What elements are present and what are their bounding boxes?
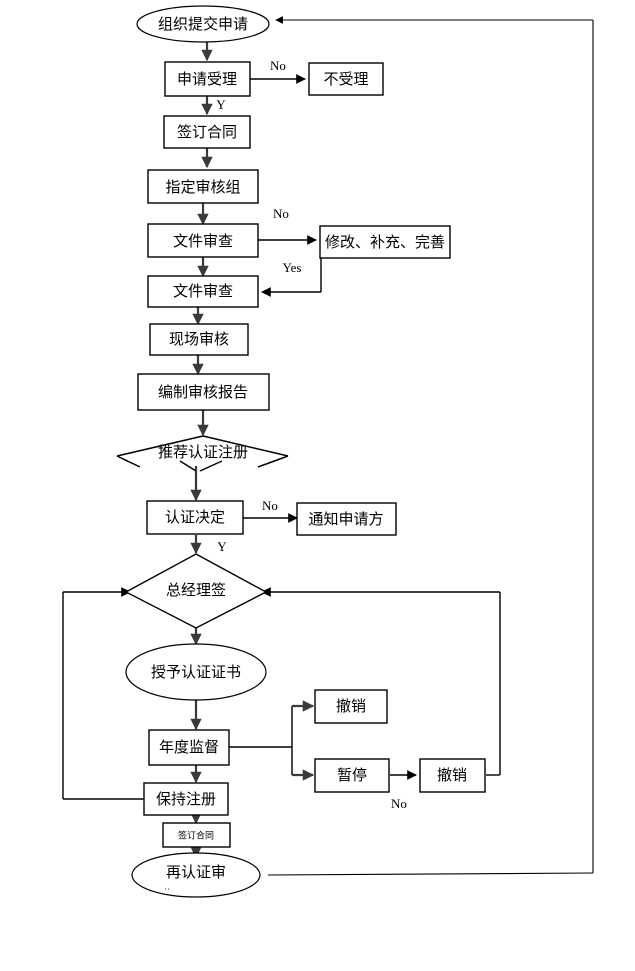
node-doc-review-1[interactable]: 文件审查 [147,223,259,258]
node-gm-signature[interactable]: 总经理签 [124,553,268,629]
node-doc-review-1-label: 文件审查 [173,233,233,250]
node-assign-audit-team-label: 指定审核组 [165,179,240,196]
node-audit-report[interactable]: 编制审核报告 [137,373,270,411]
node-notify-applicant[interactable]: 通知申请方 [296,502,397,536]
node-notify-applicant-label: 通知申请方 [308,511,383,528]
node-suspend[interactable]: 暂停 [314,758,390,793]
edge-label-yes-decision: Y [217,539,227,554]
node-audit-report-label: 编制审核报告 [158,384,248,401]
node-withdraw-bottom-label: 撤销 [437,767,467,784]
node-recertification-audit-label: 再认证审 [166,864,226,881]
node-doc-review-2[interactable]: 文件审查 [147,275,259,308]
node-sign-contract-label: 签订合同 [177,124,237,141]
node-submit-application-label: 组织提交申请 [158,15,248,33]
node-recertification-audit[interactable]: 再认证审 ·· [131,852,261,898]
node-withdraw-top-label: 撤销 [336,698,366,715]
node-onsite-audit[interactable]: 现场审核 [149,323,249,356]
node-annual-supervision-label: 年度监督 [159,739,219,756]
node-recommend-registration[interactable]: 推荐认证注册 [116,435,289,472]
recert-artifact-dots: ·· [164,883,170,893]
node-certification-decision[interactable]: 认证决定 [146,500,244,535]
node-accept-application-label: 申请受理 [177,71,237,88]
node-certification-decision-label: 认证决定 [165,509,225,526]
node-sign-contract-small[interactable]: 签订合同 [162,822,231,848]
node-submit-application[interactable]: 组织提交申请 [136,5,270,43]
node-accept-application[interactable]: 申请受理 [164,61,251,97]
edge-label-no-doc-review: No [273,206,289,221]
node-doc-review-2-label: 文件审查 [173,283,233,300]
edge-supervision-branch [229,700,315,781]
edge-withdraw-to-gm [261,587,501,776]
node-sign-contract[interactable]: 签订合同 [163,115,251,149]
edge-recert-to-submit [267,16,594,876]
node-onsite-audit-label: 现场审核 [169,331,229,348]
edge-revise-to-review2 [261,258,322,297]
node-annual-supervision[interactable]: 年度监督 [148,729,230,766]
node-withdraw-top[interactable]: 撤销 [314,689,388,724]
node-gm-signature-label: 总经理签 [166,582,226,599]
node-keep-registration-label: 保持注册 [156,791,216,808]
node-revise-supplement[interactable]: 修改、补充、完善 [319,225,451,259]
node-suspend-label: 暂停 [337,767,367,784]
edge-label-yes-revise: Yes [283,260,302,275]
node-not-accepted[interactable]: 不受理 [308,62,384,96]
edge-label-yes-accept: Y [216,97,226,112]
node-assign-audit-team[interactable]: 指定审核组 [147,169,259,204]
node-keep-registration[interactable]: 保持注册 [143,782,229,816]
edge-label-no-withdraw: No [391,796,407,811]
edge-keep-to-gm [62,587,144,800]
node-grant-certificate[interactable]: 授予认证证书 [125,643,267,701]
node-recommend-registration-label: 推荐认证注册 [158,444,248,461]
node-grant-certificate-label: 授予认证证书 [151,664,241,681]
node-revise-supplement-label: 修改、补充、完善 [325,234,445,251]
node-sign-contract-small-label: 签订合同 [178,829,214,840]
edge-label-no-decision: No [262,498,278,513]
node-not-accepted-label: 不受理 [323,71,368,88]
edge-label-no-accept: No [270,58,286,73]
node-withdraw-bottom[interactable]: 撤销 [419,758,486,793]
